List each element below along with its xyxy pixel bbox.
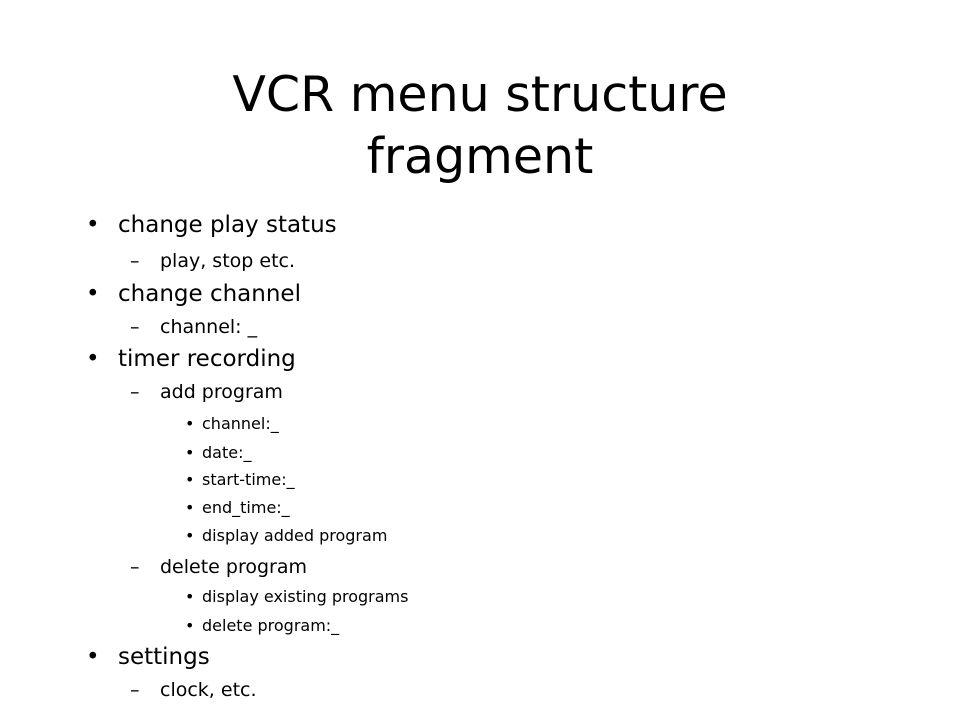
- list-item-level2: play, stop etc.: [160, 250, 296, 272]
- list-item-level3: start-time:_: [202, 470, 295, 489]
- list-item-level1: settings: [118, 644, 210, 670]
- slide-title: VCR menu structure fragment: [0, 64, 960, 188]
- bullet-icon: •: [185, 526, 195, 545]
- bullet-icon: •: [185, 470, 195, 489]
- bullet-icon: •: [185, 414, 195, 433]
- list-item-level1: change play status: [118, 212, 337, 238]
- list-item-level3: end_time:_: [202, 498, 290, 517]
- list-item-level3: channel:_: [202, 414, 279, 433]
- bullet-icon: •: [185, 498, 195, 517]
- list-item-level2: delete program: [160, 556, 307, 578]
- list-item-level3: date:_: [202, 443, 252, 462]
- dash-icon: –: [130, 381, 140, 403]
- list-item-level1: timer recording: [118, 346, 296, 372]
- list-item-level3: display added program: [202, 526, 388, 545]
- bullet-icon: •: [185, 616, 195, 635]
- bullet-icon: •: [185, 587, 195, 606]
- dash-icon: –: [130, 250, 140, 272]
- list-item-level3: display existing programs: [202, 587, 409, 606]
- bullet-icon: •: [185, 443, 195, 462]
- list-item-level1: change channel: [118, 281, 301, 307]
- bullet-icon: •: [86, 212, 100, 238]
- dash-icon: –: [130, 316, 140, 338]
- dash-icon: –: [130, 556, 140, 578]
- slide-title-line-2: fragment: [366, 128, 594, 185]
- dash-icon: –: [130, 679, 140, 701]
- list-item-level2: channel: _: [160, 316, 258, 338]
- bullet-icon: •: [86, 346, 100, 372]
- bullet-icon: •: [86, 281, 100, 307]
- list-item-level2: add program: [160, 381, 283, 403]
- list-item-level3: delete program:_: [202, 616, 340, 635]
- list-item-level2: clock, etc.: [160, 679, 257, 701]
- bullet-icon: •: [86, 644, 100, 670]
- slide-title-line-1: VCR menu structure: [232, 66, 728, 123]
